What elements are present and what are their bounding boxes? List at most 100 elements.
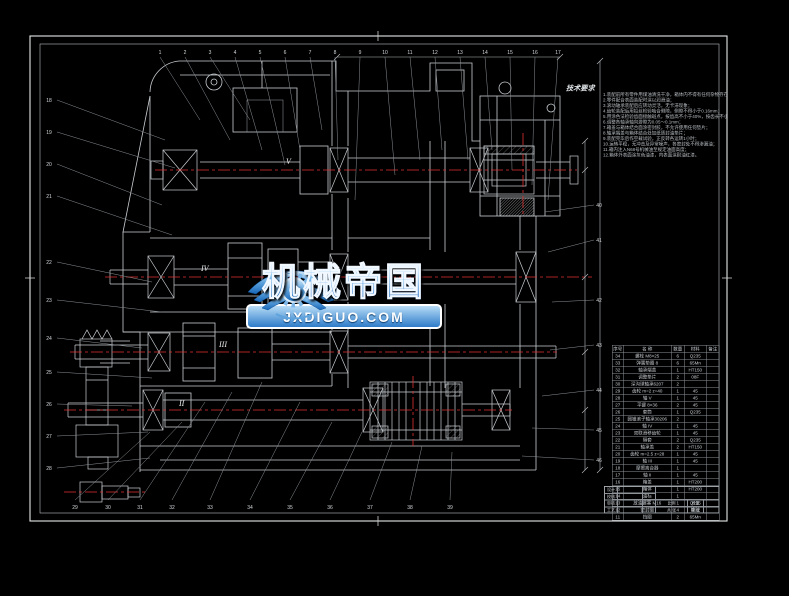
leader-line [309,56,323,131]
bom-cell: 6 [671,352,685,360]
leader-line [107,421,183,501]
bom-cell: 28 [612,394,624,402]
bom-cell [684,464,707,472]
bom-cell: 1 [671,387,685,395]
balloon-number: 6 [284,50,287,56]
bom-cell: HT150 [684,443,707,451]
balloon-number: 39 [447,505,453,511]
balloon-number: 38 [407,505,413,511]
bom-cell: 34 [612,352,624,360]
bom-cell: 摩擦离合器 [623,464,672,472]
tb-drawing-title [655,486,720,500]
bom-cell: 65Mn [684,359,707,367]
watermark-title: 机械帝国 [261,262,426,304]
bom-cell: 6 [671,359,685,367]
leader-line [384,56,396,176]
tb-craft-label: 工艺 [604,506,618,514]
dimension-lines [333,53,604,474]
bom-header-row: 序号名 称数量材料备注 [612,345,720,353]
tech-note-line: 4.齿轮装配后用铅丝检验啮合侧隙，侧隙不得小于0.16mm； [603,108,723,114]
bom-cell: 2 [671,443,685,451]
bom-header-cell: 数量 [671,345,685,353]
bom-cell: 1 [671,457,685,465]
balloon-number: 28 [46,466,52,472]
bom-cell: HT150 [684,366,707,374]
tech-note-line: 6.调整各轴承轴向游隙为0.05～0.1mm； [603,119,684,125]
leader-line [56,431,149,437]
bom-cell: Q235 [684,352,707,360]
leader-line [259,56,286,166]
tech-note-line: 8.轴承端盖与箱体结合处加纸质封油垫片； [603,130,688,136]
balloon-number: 1 [159,50,162,56]
leader-line [56,457,151,469]
leader-line [184,56,231,141]
balloon-number: 14 [482,50,488,56]
balloon-number: 36 [327,505,333,511]
bom-cell: 33 [612,359,624,367]
bom-cell: 深沟球轴承6207 [623,380,672,388]
bom-cell: 23 [612,429,624,437]
bom-cell: Q235 [684,436,707,444]
bom-cell: 1 [671,478,685,486]
bom-header-cell: 备注 [706,345,720,353]
balloon-number: 11 [407,50,412,56]
bom-cell: 轴 III [623,457,672,465]
title-block: 设计 校核 审核 比例 质量 工艺 共 张 第 张 [604,486,720,514]
bom-cell: 19 [612,457,624,465]
bom-cell: 2 [671,373,685,381]
balloon-number: 5 [259,50,262,56]
leader-line [334,56,339,161]
bom-cell: 45 [684,422,707,430]
bom-cell: 1 [671,429,685,437]
leader-line [74,431,151,501]
bom-cell: 45 [684,450,707,458]
bom-cell: 11 [612,513,624,521]
bom-cell: 套筒 [623,408,672,416]
tech-note-line: 5.用涂色法检验齿面接触斑点，按齿高不小于40%，按齿长不小于50%； [603,114,727,119]
bom-cell [706,366,720,374]
balloon-number: 37 [367,505,373,511]
balloon-number: 43 [596,343,602,349]
leader-line [159,56,201,121]
bom-cell: 16 [612,478,624,486]
bom-cell: 45 [684,401,707,409]
bom-cell: HT200 [684,478,707,486]
bom-cell [706,436,720,444]
tb-design-label: 设计 [604,486,618,494]
bom-cell: 2 [671,436,685,444]
bom-cell [706,387,720,395]
balloon-number: 31 [137,505,143,511]
leader-line [541,389,595,397]
balloon-number: 7 [309,50,312,56]
bom-cell: 45 [684,387,707,395]
bom-cell: 1 [671,450,685,458]
tb-page-label: 第 张 [687,506,704,514]
balloon-number: 9 [359,50,362,56]
bom-cell: 1 [671,366,685,374]
balloon-number: 3 [209,50,212,56]
sheet-frame [25,31,732,526]
bom-cell: 45 [684,471,707,479]
bom-cell: 32 [612,366,624,374]
bom-header-cell: 材料 [684,345,707,353]
bom-cell: 17 [612,471,624,479]
balloon-number: 27 [46,434,52,440]
bom-cell [706,422,720,430]
leader-line [56,371,153,379]
tb-cell [642,500,656,507]
bom-cell: 29 [612,387,624,395]
leader-line [56,261,153,283]
bom-cell [706,457,720,465]
bearings [142,147,537,433]
bom-cell: 轴承盖 [623,443,672,451]
